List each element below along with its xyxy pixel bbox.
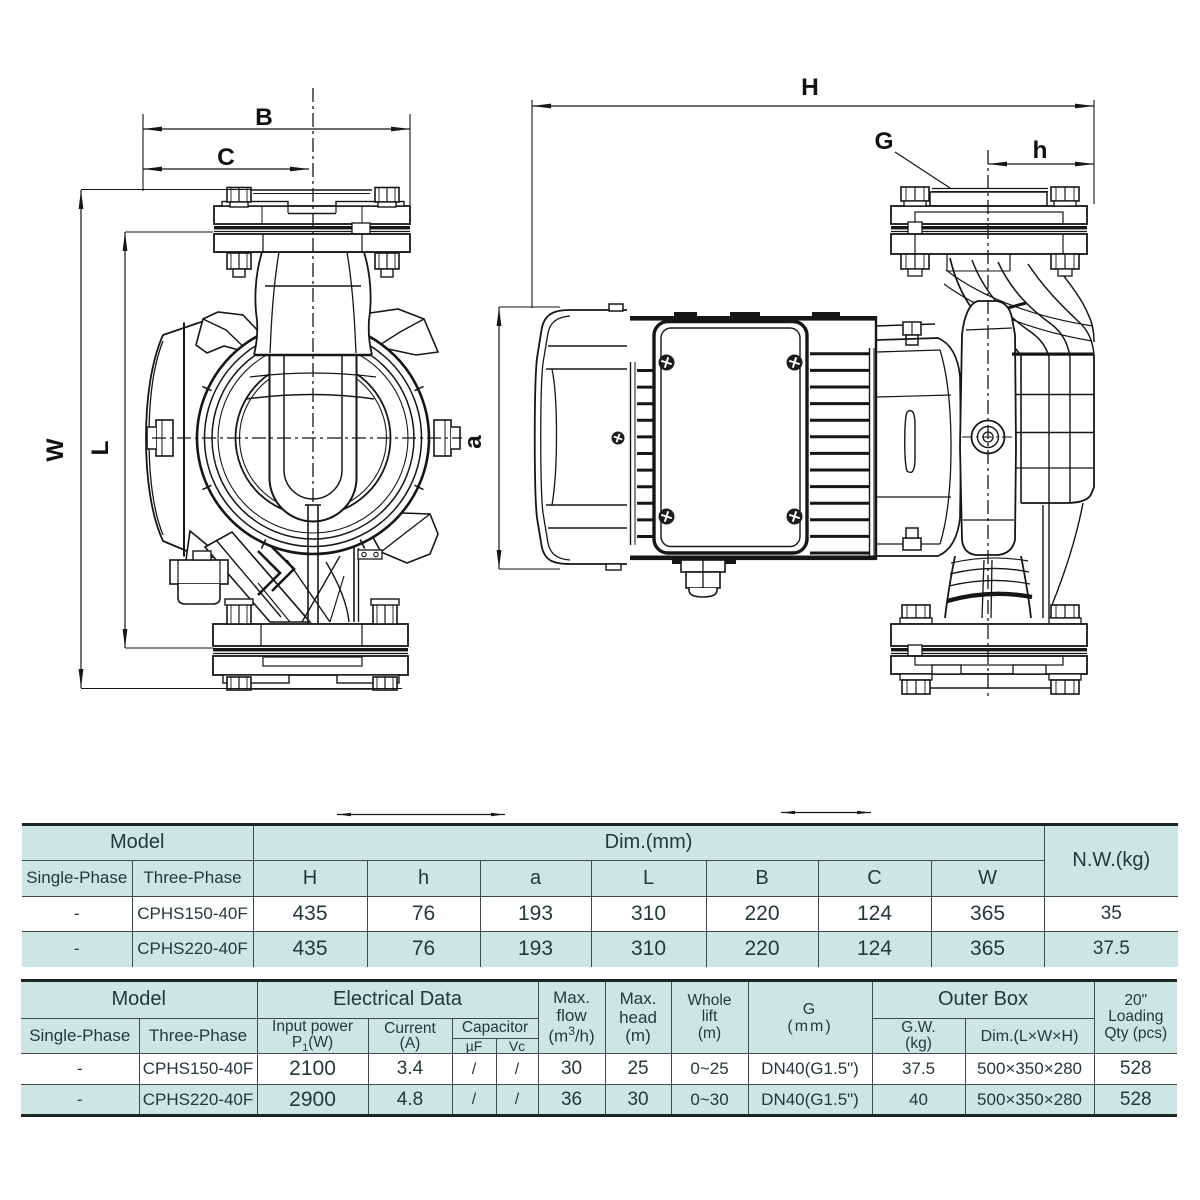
svg-text:L: L bbox=[87, 440, 114, 455]
svg-text:B: B bbox=[255, 104, 273, 131]
svg-text:C: C bbox=[217, 144, 235, 171]
svg-text:h: h bbox=[1033, 137, 1048, 164]
svg-text:a: a bbox=[460, 435, 487, 449]
svg-text:H: H bbox=[801, 74, 819, 101]
svg-text:W: W bbox=[42, 438, 69, 462]
svg-text:G: G bbox=[874, 128, 893, 155]
